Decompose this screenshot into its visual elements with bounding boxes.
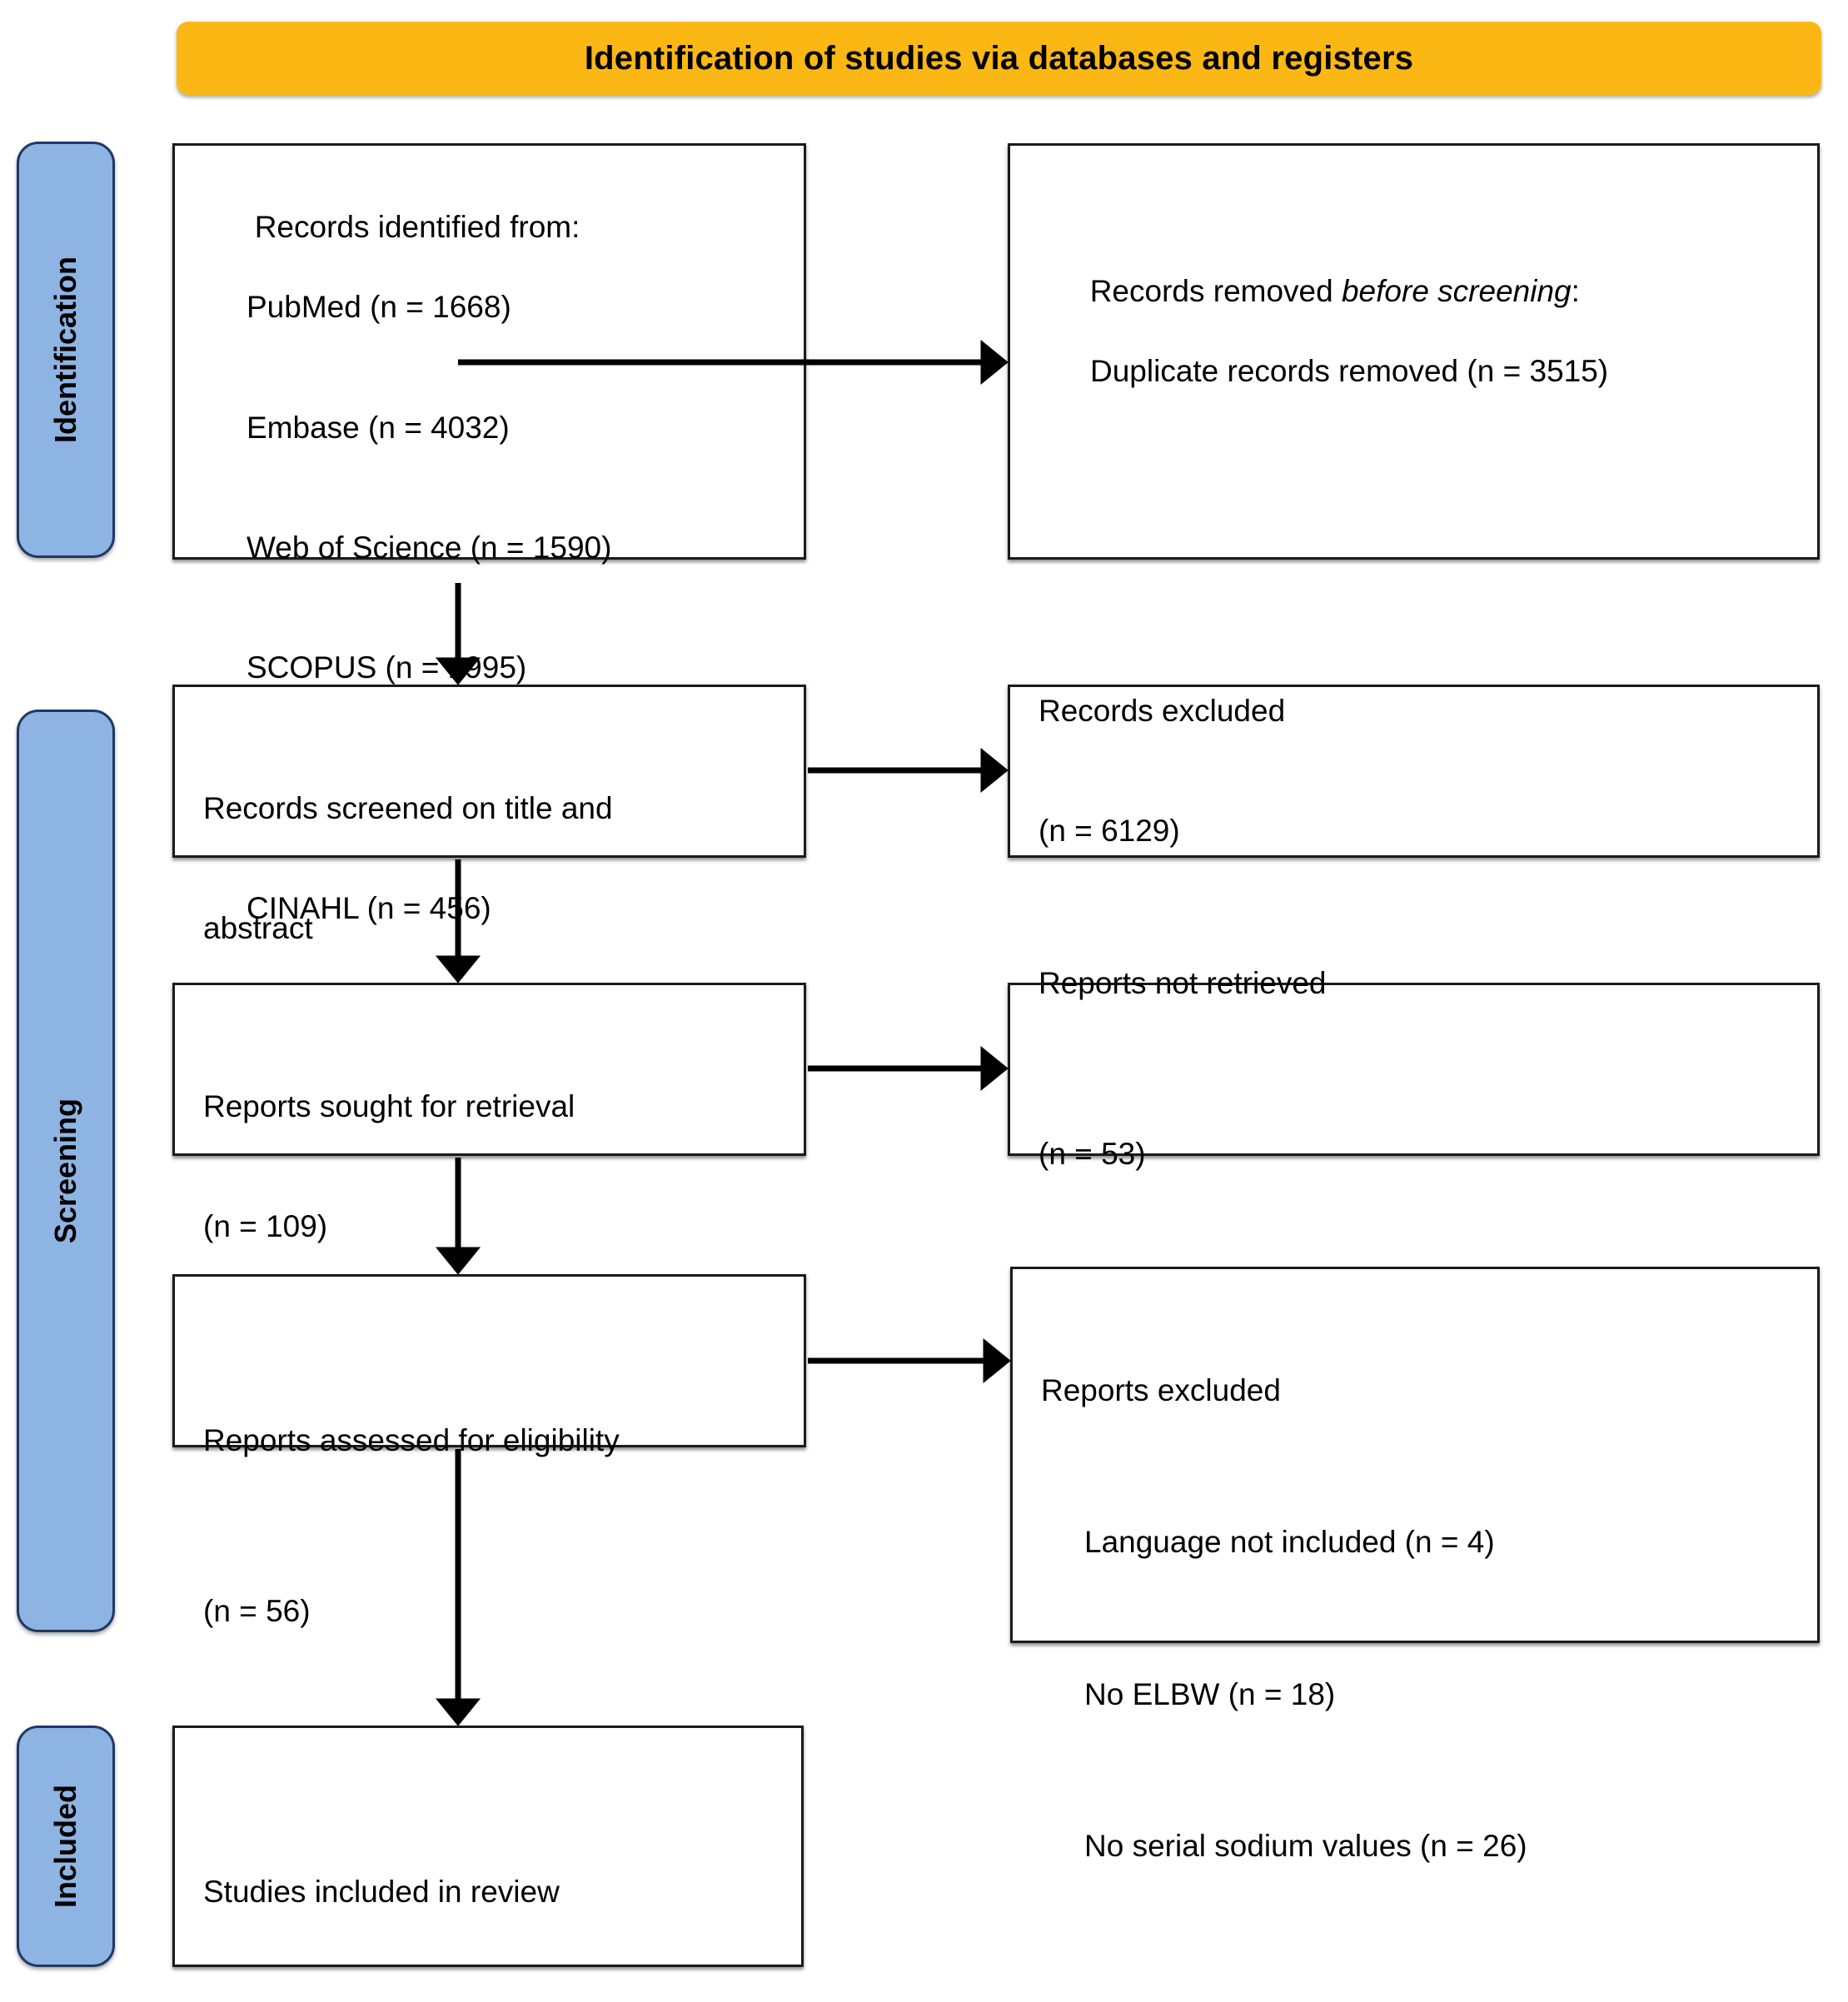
stage-bar-identification: Identification [17, 142, 115, 558]
records-screened-label-line2: abstract [203, 911, 313, 946]
box-reports-not-retrieved: Reports not retrieved (n = 53) [1008, 966, 1820, 1171]
box-reports-assessed-for-eligibility: Reports assessed for eligibility (n = 56… [172, 1274, 806, 1628]
source-pubmed: PubMed (n = 1668) [247, 290, 511, 325]
records-screened-label-line1: Records screened on title and [203, 791, 613, 826]
records-removed-heading-italic: before screening [1341, 273, 1572, 308]
records-excluded-count: (n = 6129) [1039, 814, 1180, 849]
reports-assessed-count: (n = 56) [203, 1594, 311, 1629]
stage-label-screening: Screening [48, 1098, 82, 1244]
reports-excluded-content: Reports excluded Language not included (… [1041, 1291, 1789, 1946]
studies-included-content: Studies included in review (n = 8) [203, 1750, 773, 2002]
stage-label-included: Included [48, 1784, 82, 1908]
records-removed-content: Records removed before screening: Duplic… [1039, 232, 1608, 472]
duplicate-records-removed: Duplicate records removed (n = 3515) [1090, 354, 1609, 388]
reason-no-serial-sodium-values: No serial sodium values (n = 26) [1084, 1829, 1527, 1864]
reports-assessed-label: Reports assessed for eligibility [203, 1422, 620, 1457]
records-excluded-label: Records excluded [1039, 693, 1286, 728]
reason-language-not-included: Language not included (n = 4) [1084, 1525, 1495, 1560]
reports-not-retrieved-content: Reports not retrieved (n = 53) [1039, 841, 1327, 1297]
arrow-sought-to-not-retrieved [808, 1045, 1009, 1092]
source-web-of-science: Web of Science (n = 1590) [247, 530, 612, 565]
reports-not-retrieved-count: (n = 53) [1039, 1137, 1146, 1172]
source-cinahl: CINAHL (n = 456) [247, 890, 491, 925]
studies-included-label: Studies included in review [203, 1874, 560, 1909]
records-identified-heading: Records identified from: [254, 210, 580, 245]
reason-no-elbw: No ELBW (n = 18) [1084, 1676, 1336, 1711]
reports-not-retrieved-label: Reports not retrieved [1039, 966, 1327, 1001]
stage-bar-screening: Screening [17, 710, 115, 1632]
source-scopus: SCOPUS (n = 1995) [247, 650, 527, 685]
stage-bar-included: Included [17, 1726, 115, 1967]
records-excluded-content: Records excluded (n = 6129) [1039, 611, 1285, 932]
arrow-screened-to-records-excluded [808, 747, 1009, 794]
source-embase: Embase (n = 4032) [247, 410, 510, 445]
box-records-identified: Records identified from: PubMed (n = 166… [172, 143, 806, 925]
reports-sought-content: Reports sought for retrieval (n = 109) [203, 1007, 775, 1327]
reports-sought-count: (n = 109) [203, 1209, 328, 1244]
records-removed-heading-plain: Records removed [1089, 273, 1342, 308]
box-records-screened: Records screened on title and abstract (… [172, 685, 806, 1066]
reports-sought-label: Reports sought for retrieval [203, 1089, 575, 1124]
stage-label-identification: Identification [48, 256, 82, 443]
reports-assessed-content: Reports assessed for eligibility (n = 56… [203, 1298, 775, 1755]
box-studies-included-in-review: Studies included in review (n = 8) [172, 1726, 804, 1967]
phase-banner-identification: Identification of studies via databases … [177, 22, 1821, 95]
box-reports-sought-for-retrieval: Reports sought for retrieval (n = 109) [172, 983, 806, 1243]
box-reports-excluded: Reports excluded Language not included (… [1010, 1267, 1820, 1863]
phase-banner-title: Identification of studies via databases … [584, 39, 1414, 77]
box-records-removed-before-screening: Records removed before screening: Duplic… [1008, 143, 1820, 560]
arrow-assessed-to-reports-excluded [808, 1337, 1011, 1384]
records-removed-heading-colon: : [1571, 273, 1580, 308]
box-records-excluded: Records excluded (n = 6129) [1008, 685, 1820, 858]
reports-excluded-heading: Reports excluded [1041, 1373, 1281, 1408]
